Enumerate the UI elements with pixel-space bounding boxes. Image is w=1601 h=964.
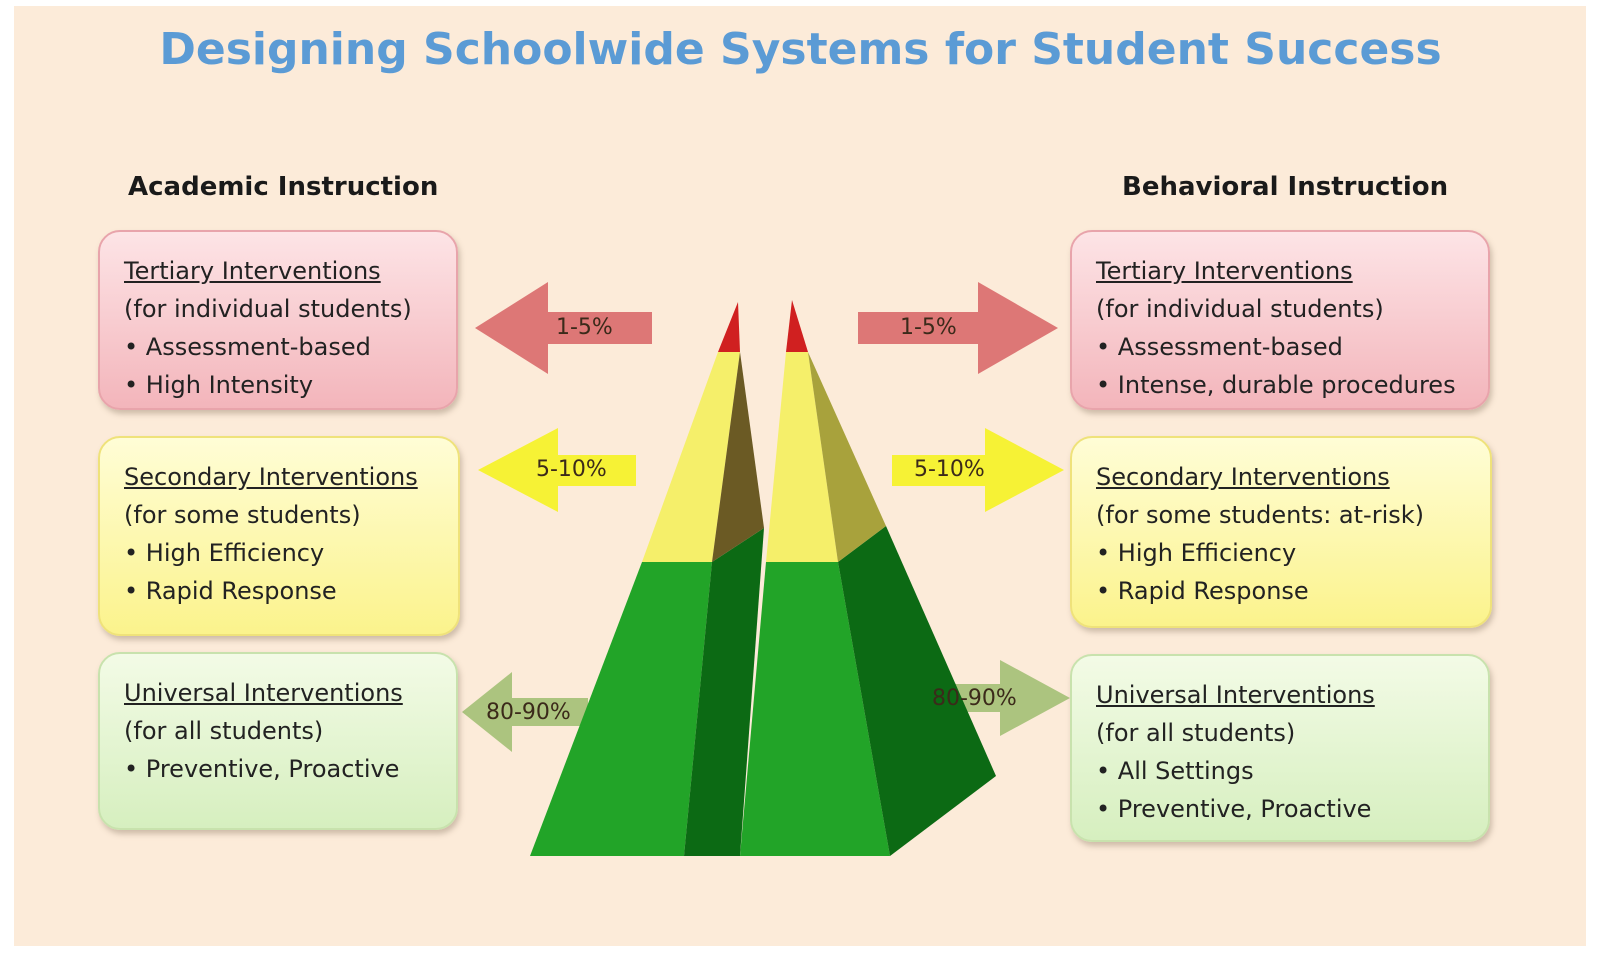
academic-secondary-title: Secondary Interventions: [124, 463, 418, 491]
behavioral-secondary-bullet-2: • Rapid Response: [1096, 577, 1309, 605]
academic-secondary-bullet-2: • Rapid Response: [124, 577, 337, 605]
academic-tertiary-bullet-2: • High Intensity: [124, 371, 314, 399]
behavioral-universal-sub: (for all students): [1096, 719, 1296, 747]
behavioral-secondary-percent: 5-10%: [914, 457, 985, 482]
right-pyramid-front-yellow: [766, 352, 838, 562]
behavioral-tertiary-bullet-2: • Intense, durable procedures: [1096, 371, 1456, 399]
left-pyramid-side-yellow: [712, 352, 764, 562]
academic-universal-box: Universal Interventions (for all student…: [98, 652, 458, 830]
academic-secondary-sub: (for some students): [124, 501, 361, 529]
behavioral-universal-bullet-2: • Preventive, Proactive: [1096, 795, 1372, 823]
behavioral-heading: Behavioral Instruction: [1122, 172, 1449, 202]
behavioral-universal-percent: 80-90%: [932, 686, 1017, 711]
behavioral-tertiary-title: Tertiary Interventions: [1096, 257, 1353, 285]
behavioral-secondary-title: Secondary Interventions: [1096, 463, 1390, 491]
academic-tertiary-title: Tertiary Interventions: [124, 257, 381, 285]
academic-tertiary-box: Tertiary Interventions (for individual s…: [98, 230, 458, 410]
academic-universal-percent: 80-90%: [486, 700, 571, 725]
behavioral-universal-arrow: [926, 660, 1070, 736]
behavioral-tertiary-box: Tertiary Interventions (for individual s…: [1070, 230, 1490, 410]
behavioral-tertiary-arrow: [858, 282, 1058, 374]
academic-secondary-box: Secondary Interventions (for some studen…: [98, 436, 460, 636]
right-pyramid-tip-red: [786, 300, 808, 352]
academic-universal-arrow: [462, 672, 588, 752]
left-pyramid-front-yellow: [642, 352, 740, 562]
behavioral-secondary-box: Secondary Interventions (for some studen…: [1070, 436, 1492, 628]
academic-heading: Academic Instruction: [128, 172, 439, 202]
right-pyramid-side-green: [838, 526, 996, 856]
academic-secondary-percent: 5-10%: [536, 457, 607, 482]
behavioral-universal-box: Universal Interventions (for all student…: [1070, 654, 1490, 842]
right-pyramid-side-yellow: [808, 352, 886, 562]
academic-tertiary-arrow: [475, 282, 652, 374]
academic-secondary-arrow: [478, 428, 636, 512]
behavioral-tertiary-bullet-1: • Assessment-based: [1096, 333, 1343, 361]
left-pyramid-side-green: [684, 528, 764, 856]
behavioral-tertiary-sub: (for individual students): [1096, 295, 1384, 323]
left-pyramid-tip-red: [718, 302, 740, 352]
behavioral-universal-bullet-1: • All Settings: [1096, 757, 1254, 785]
academic-tertiary-sub: (for individual students): [124, 295, 412, 323]
diagram-title: Designing Schoolwide Systems for Student…: [159, 24, 1442, 75]
behavioral-secondary-arrow: [892, 428, 1064, 512]
behavioral-tertiary-percent: 1-5%: [900, 315, 957, 340]
academic-universal-sub: (for all students): [124, 717, 324, 745]
left-pyramid-front-green: [530, 562, 712, 856]
behavioral-secondary-bullet-1: • High Efficiency: [1096, 539, 1297, 567]
behavioral-universal-title: Universal Interventions: [1096, 681, 1375, 709]
academic-tertiary-percent: 1-5%: [556, 315, 613, 340]
academic-secondary-bullet-1: • High Efficiency: [124, 539, 325, 567]
academic-universal-title: Universal Interventions: [124, 679, 403, 707]
behavioral-secondary-sub: (for some students: at-risk): [1096, 501, 1424, 529]
academic-tertiary-bullet-1: • Assessment-based: [124, 333, 371, 361]
right-pyramid-front-green: [740, 562, 890, 856]
academic-universal-bullet-1: • Preventive, Proactive: [124, 755, 400, 783]
